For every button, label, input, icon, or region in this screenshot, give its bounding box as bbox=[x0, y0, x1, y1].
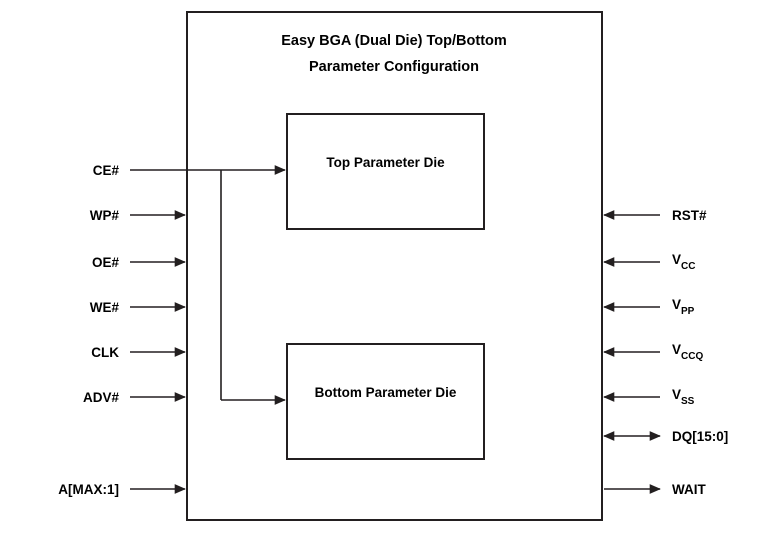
signal-label-vccq: VCCQ bbox=[672, 342, 703, 362]
signal-label-rst: RST# bbox=[672, 208, 707, 223]
signal-label-vccq-sub: CCQ bbox=[681, 351, 703, 362]
signal-label-vcc: VCC bbox=[672, 252, 695, 272]
signal-label-vss-sub: SS bbox=[681, 396, 695, 407]
signal-label-wp: WP# bbox=[90, 208, 120, 223]
signal-label-wait: WAIT bbox=[672, 482, 706, 497]
package-title-line2: Parameter Configuration bbox=[309, 59, 479, 75]
signal-label-vccq-base: V bbox=[672, 342, 681, 357]
top-parameter-die-box bbox=[286, 113, 485, 230]
signal-label-ce: CE# bbox=[93, 163, 120, 178]
signal-label-we: WE# bbox=[90, 300, 120, 315]
signal-label-wait-base: WAIT bbox=[672, 482, 706, 497]
signal-label-clk: CLK bbox=[91, 345, 119, 360]
signal-label-vcc-base: V bbox=[672, 252, 681, 267]
signal-label-rst-base: RST# bbox=[672, 208, 707, 223]
signal-label-dq-base: DQ[15:0] bbox=[672, 429, 728, 444]
signal-label-a-max-1: A[MAX:1] bbox=[58, 482, 119, 497]
signal-label-vpp: VPP bbox=[672, 297, 695, 317]
bottom-parameter-die-label: Bottom Parameter Die bbox=[315, 385, 457, 400]
package-title-line1: Easy BGA (Dual Die) Top/Bottom bbox=[281, 33, 507, 49]
signal-label-vpp-sub: PP bbox=[681, 306, 695, 317]
bottom-parameter-die-box bbox=[286, 343, 485, 460]
signal-label-dq: DQ[15:0] bbox=[672, 429, 728, 444]
signal-label-vpp-base: V bbox=[672, 297, 681, 312]
signal-label-vss: VSS bbox=[672, 387, 695, 407]
top-parameter-die-label: Top Parameter Die bbox=[326, 155, 445, 170]
signal-label-oe: OE# bbox=[92, 255, 120, 270]
signal-label-adv: ADV# bbox=[83, 390, 120, 405]
signal-label-vcc-sub: CC bbox=[681, 261, 695, 272]
signal-label-vss-base: V bbox=[672, 387, 681, 402]
